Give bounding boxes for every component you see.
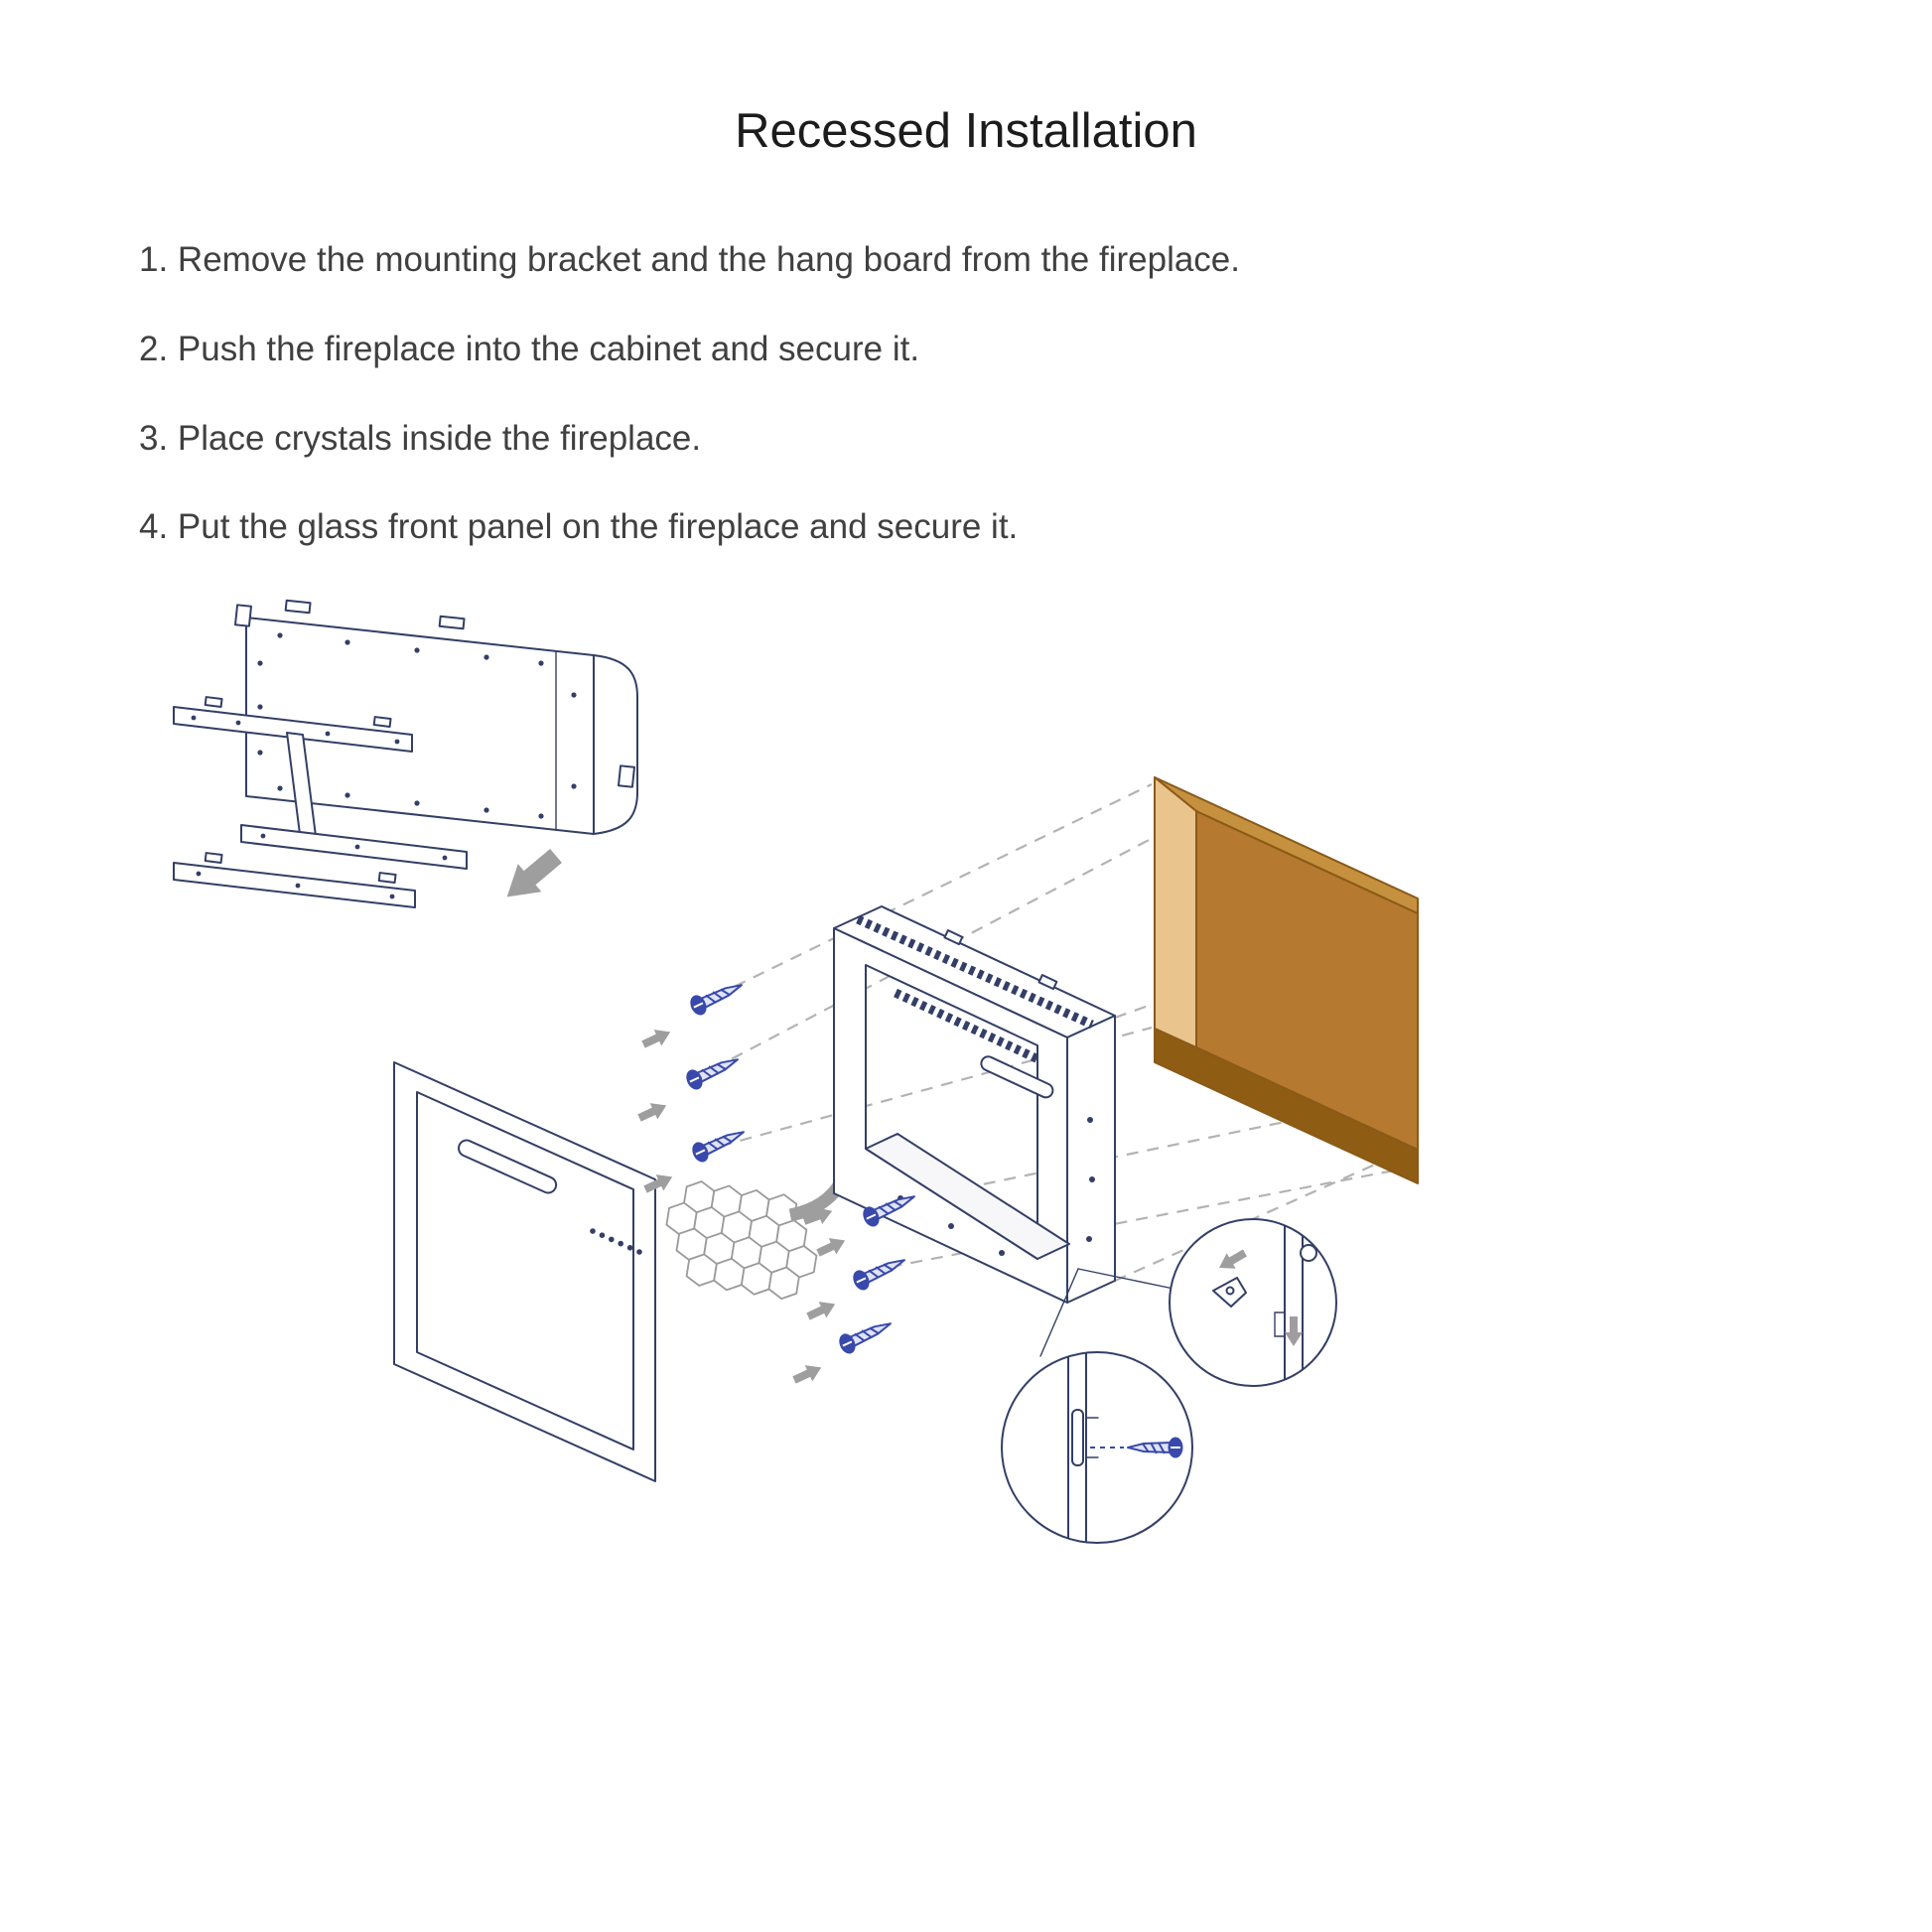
instruction-step-2: 2. Push the fireplace into the cabinet a… [139,329,920,368]
screw-icon [688,1122,750,1166]
hook-tab [1212,1277,1247,1308]
detail-circle-screw-slot [1001,1351,1193,1544]
instruction-steps: 1. Remove the mounting bracket and the h… [139,240,1872,547]
cabinet-recess [1154,776,1419,1184]
remove-direction-arrow-icon [494,841,568,911]
glass-panel-control-dots [590,1228,642,1255]
bracket-top-bar [173,706,413,753]
cabinet-bottom-edge [1154,1028,1419,1184]
fireplace-handle-slot [980,1055,1054,1099]
hook-direction-arrow-icon [1214,1245,1250,1276]
cabinet-side-wall [1154,776,1197,1048]
bracket-bottom-bar [240,824,468,870]
mounting-screws [635,975,920,1389]
cabinet-back-wall [1195,810,1419,1151]
screw-icon [835,1313,897,1357]
mounting-bracket [173,696,468,870]
instruction-step-4: 4. Put the glass front panel on the fire… [139,507,1019,547]
alignment-guide-lines [694,783,1416,1283]
crystal-hexagons [664,1177,819,1303]
back-panel-face [245,617,595,835]
back-panel-screw-holes [257,632,577,819]
screw-direction-arrow-icon [641,1169,676,1198]
detail-circle-hook-bracket [1169,1218,1337,1387]
fireplace-back-panel [233,599,638,835]
hook-direction-arrow-icon [1285,1316,1303,1346]
screw-direction-arrow-icon [639,1024,674,1053]
screw-direction-arrow-icon [790,1359,825,1389]
cabinet-top-wall [1154,776,1419,914]
fireplace-top-vent-slots [856,914,1094,1030]
fireplace-interior-floor [865,1133,1070,1260]
glass-panel-outer [393,1061,656,1482]
bracket-center-post [286,732,318,845]
screw-direction-arrow-icon [814,1232,849,1262]
fireplace-screw-holes [897,1117,1095,1256]
screw-direction-arrow-icon [635,1097,670,1127]
screw-icon [686,975,748,1019]
instruction-step-3: 3. Place crystals inside the fireplace. [139,418,702,458]
glass-panel-handle [458,1139,558,1194]
page-title: Recessed Installation [735,104,1197,158]
screw-direction-arrow-icon [804,1296,839,1325]
instruction-step-1: 1. Remove the mounting bracket and the h… [139,240,1240,279]
fireplace-unit [833,905,1116,1304]
fireplace-side-face [1066,1015,1116,1304]
screw-icon [1127,1437,1183,1458]
insert-crystals-arrow-icon [788,1086,860,1222]
screw-icon [682,1049,744,1093]
fireplace-top-face [833,905,1116,1038]
glass-front-panel [393,1061,656,1482]
screw-icon [849,1250,910,1294]
screw-icon [859,1186,920,1230]
hang-board [173,852,416,908]
fireplace-inner-vent-slots [894,988,1042,1065]
fireplace-front-frame [833,927,1068,1304]
detail-leader-lines [1039,1268,1174,1357]
crystal-direction-arrow-icon [800,1202,836,1230]
back-panel-side-cap [593,654,638,835]
glass-panel-inner-frame [416,1091,634,1450]
